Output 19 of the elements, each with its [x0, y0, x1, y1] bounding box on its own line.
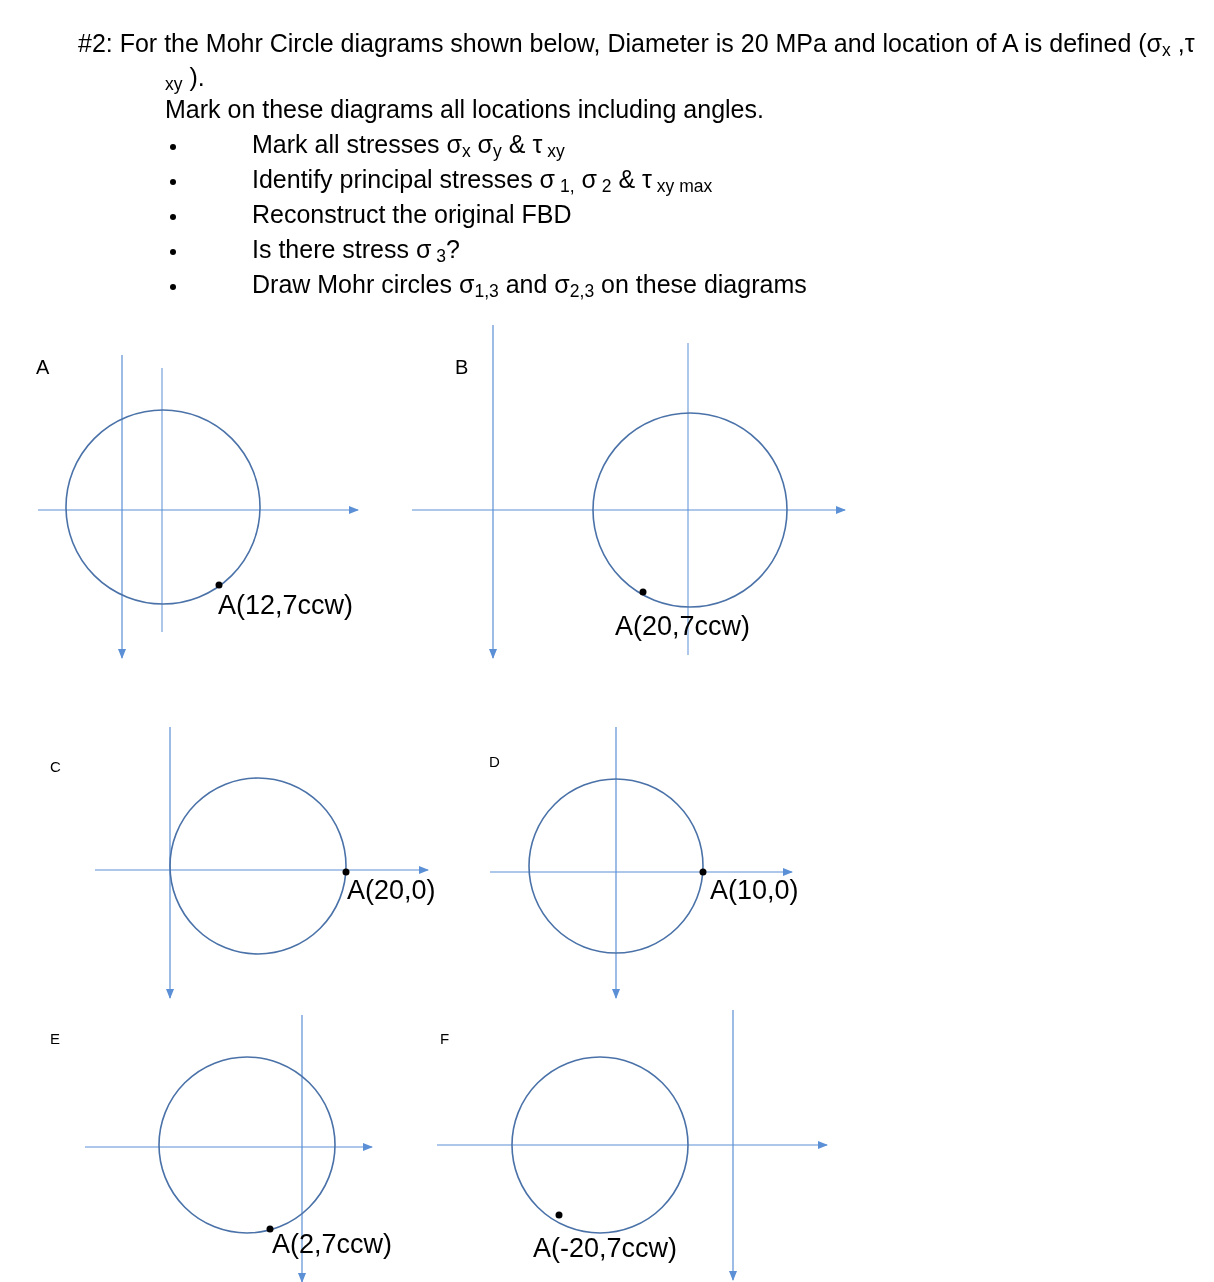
- bullet-item-text: Is there stress σ $_{3}$?: [252, 235, 460, 264]
- bullet-item-text: Mark all stresses σ$_{x}$ σ$_{y}$ & τ $_{xy}$: [252, 130, 565, 159]
- panel-letter: C: [50, 758, 61, 776]
- point-label: A(20,0): [347, 875, 436, 907]
- point-label: A(10,0): [710, 875, 799, 907]
- bullet-item-text: Reconstruct the original FBD: [252, 200, 572, 229]
- panel-letter: E: [50, 1030, 60, 1048]
- point-label: A(12,7ccw): [218, 590, 354, 622]
- point-label: A(-20,7ccw): [533, 1233, 678, 1265]
- heading: #2: For the Mohr Circle diagrams shown below, Diameter is 20 MPa and location of A is defined (σ$_{x}$ ,τ $_{xy}$ ).: [78, 28, 1196, 94]
- panel-letter: F: [440, 1030, 450, 1048]
- panel-letter: A: [36, 356, 50, 379]
- bullet-item-text: Identify principal stresses σ $_{1,}$ σ $_{2}$ & τ $_{xy max}$: [252, 165, 713, 194]
- panel-letter: D: [489, 753, 500, 771]
- panel-letter: B: [455, 356, 469, 379]
- instruction-text: Mark on these diagrams all locations including angles.: [165, 95, 764, 124]
- point-label: A(2,7ccw): [272, 1229, 393, 1261]
- point-label: A(20,7ccw): [615, 611, 751, 643]
- bullet-item-text: Draw Mohr circles σ$_{1,3}$ and σ$_{2,3}$ on these diagrams: [252, 270, 807, 299]
